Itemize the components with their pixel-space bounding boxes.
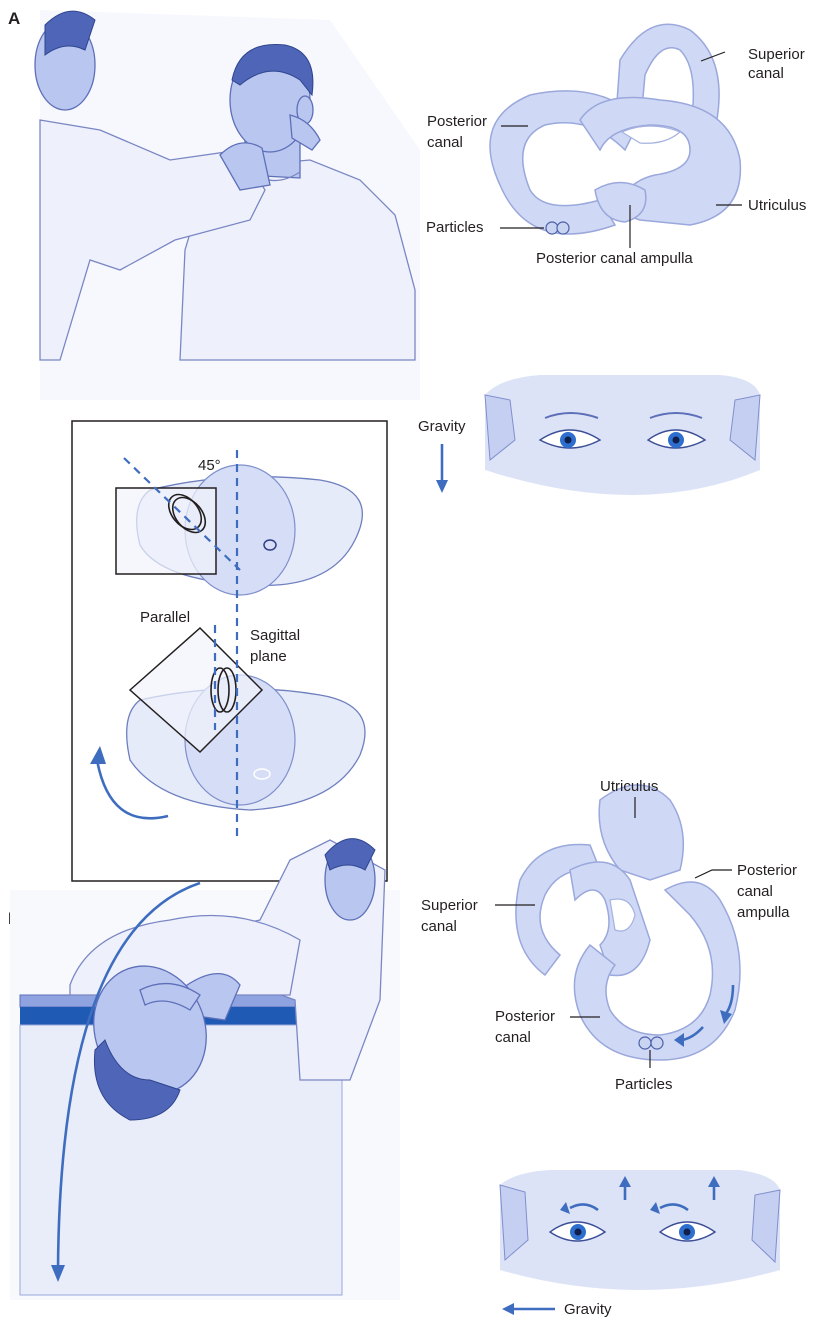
eyes-illustration-b	[500, 1170, 780, 1290]
particle-dot	[639, 1037, 651, 1049]
label-gravity-b: Gravity	[564, 1301, 612, 1318]
clinician-and-patient-illustration-a	[35, 10, 420, 400]
label-angle: 45°	[198, 457, 221, 474]
label-superior-canal-line1: Superior	[748, 46, 805, 63]
label-utriculus-b: Utriculus	[600, 778, 658, 795]
label-particles-a: Particles	[426, 219, 484, 236]
panel-label-a: A	[8, 9, 20, 28]
label-particles-b: Particles	[615, 1076, 673, 1093]
label-superior-canal-line2: canal	[748, 65, 784, 82]
label-parallel: Parallel	[140, 609, 190, 626]
label-gravity-a: Gravity	[418, 418, 466, 435]
label-ampulla-a: Posterior canal ampulla	[536, 250, 693, 267]
label-posterior-canal-b-line2: canal	[495, 1029, 531, 1046]
label-sagittal-plane-line2: plane	[250, 648, 287, 665]
label-ampulla-b-line1: Posterior	[737, 862, 797, 879]
label-ampulla-b-line3: ampulla	[737, 904, 790, 921]
labyrinth-illustration-a	[490, 24, 740, 234]
label-superior-canal-b-line2: canal	[421, 918, 457, 935]
particle-dot	[557, 222, 569, 234]
label-superior-canal-b-line1: Superior	[421, 897, 478, 914]
label-utriculus-a: Utriculus	[748, 197, 806, 214]
eyes-illustration-a	[485, 375, 760, 495]
label-posterior-canal-line2: canal	[427, 134, 463, 151]
label-posterior-canal-line1: Posterior	[427, 113, 487, 130]
label-sagittal-plane-line1: Sagittal	[250, 627, 300, 644]
arrow-down-icon	[436, 444, 448, 493]
leader-line	[695, 870, 732, 878]
arrow-left-icon	[502, 1303, 555, 1315]
patient-on-table-illustration-b	[10, 839, 400, 1300]
particle-dot	[546, 222, 558, 234]
particle-dot	[651, 1037, 663, 1049]
label-posterior-canal-b-line1: Posterior	[495, 1008, 555, 1025]
label-ampulla-b-line2: canal	[737, 883, 773, 900]
